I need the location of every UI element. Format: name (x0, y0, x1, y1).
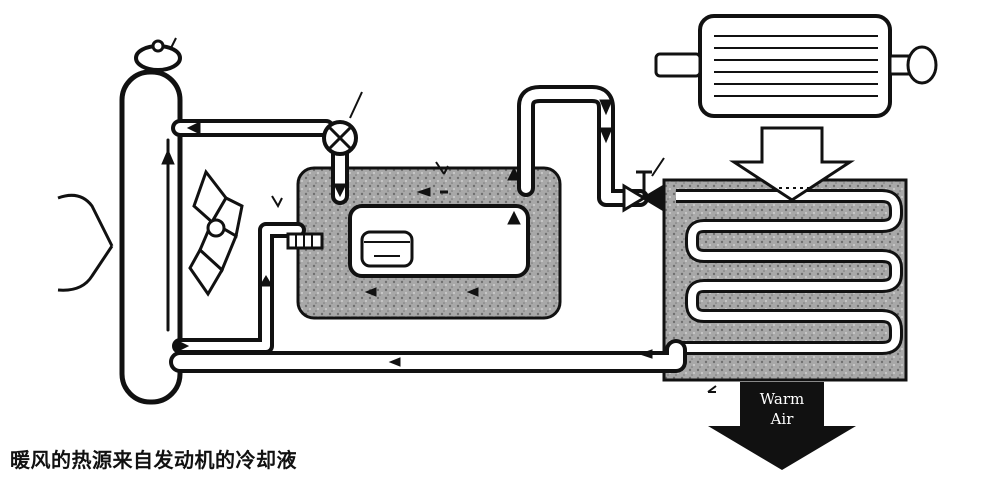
water-pump (286, 232, 324, 250)
warm-air-label-line1: Warm (760, 390, 804, 408)
engine-component (360, 230, 414, 268)
pointer-marks (271, 161, 717, 393)
heater-control-valve (622, 157, 666, 213)
fan (188, 168, 244, 297)
radiator-cap (134, 37, 182, 72)
flow-arrows (161, 99, 653, 367)
heater-core (662, 178, 908, 382)
thermostat-valve (322, 91, 363, 156)
blower-air-arrow (728, 126, 856, 202)
incoming-air-arrow (57, 193, 114, 292)
radiator (119, 69, 183, 405)
coolant-pipes (166, 85, 687, 373)
blower-motor (654, 14, 938, 118)
diagram-caption: 暖风的热源来自发动机的冷却液 (10, 448, 297, 472)
warm-air-label-line2: Air (770, 410, 795, 428)
warm-air-arrow: Warm Air (708, 382, 856, 470)
